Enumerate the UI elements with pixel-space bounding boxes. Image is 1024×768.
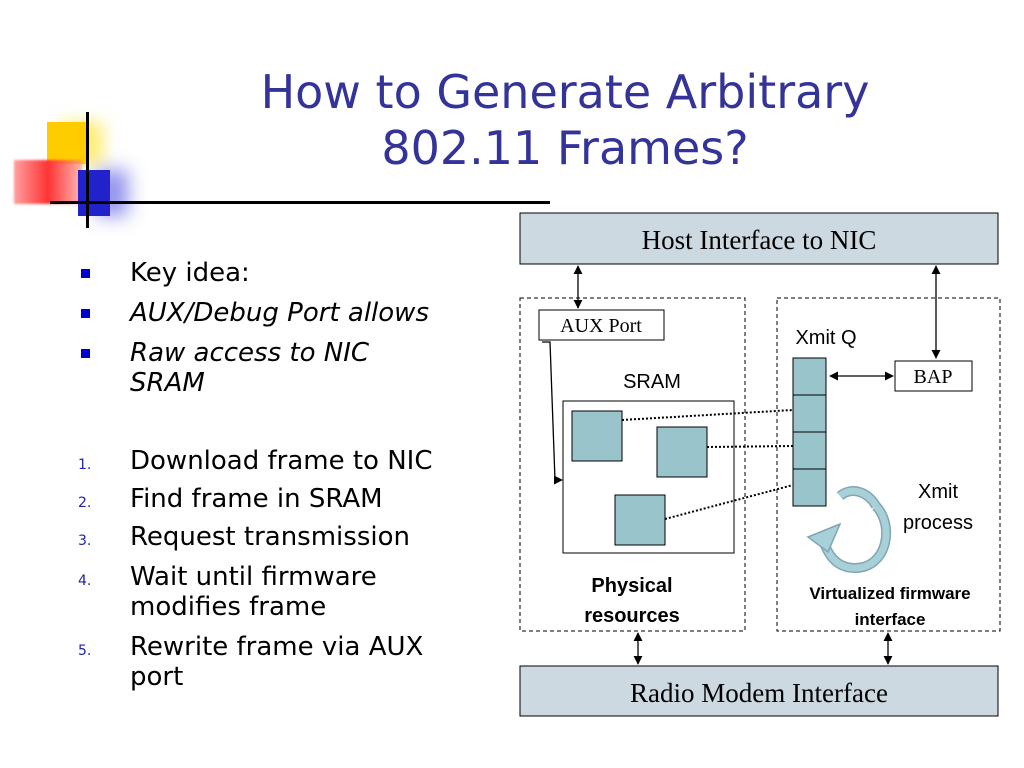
virtualized-firmware-label-line-2: interface — [855, 610, 926, 629]
xmit-q-label: Xmit Q — [795, 327, 856, 349]
step-item: 2. Find frame in SRAM — [74, 484, 433, 522]
decoration-red-square — [14, 160, 82, 204]
sram-frame-block — [614, 494, 666, 546]
title-line-1: How to Generate Arbitrary — [260, 65, 870, 119]
bullet-item: Raw access to NIC — [74, 338, 429, 368]
bap-label: BAP — [914, 366, 953, 388]
bullet-item: Key idea: — [74, 258, 429, 298]
virtualized-firmware-group — [776, 297, 1001, 632]
step-number: 1. — [78, 457, 92, 473]
step-number: 2. — [78, 495, 92, 511]
virtualized-firmware-label-line-1: Virtualized firmware — [809, 584, 970, 603]
step-item: 3. Request transmission — [74, 522, 433, 562]
bullet-square-icon — [81, 269, 90, 278]
title-line-2: 802.11 Frames? — [381, 121, 749, 175]
xmit-queue-slot — [792, 431, 827, 470]
aux-port-label: AUX Port — [560, 315, 642, 337]
xmit-process-arrowhead-icon — [806, 522, 842, 554]
physical-resources-label-line-2: resources — [584, 605, 680, 627]
queue-link — [706, 445, 794, 448]
host-interface-label: Host Interface to NIC — [642, 225, 877, 255]
decoration-blue-square — [78, 170, 110, 216]
steps-list: 1. Download frame to NIC 2. Find frame i… — [74, 446, 433, 692]
xmit-queue-slot — [792, 394, 827, 433]
decoration-horizontal-line — [50, 201, 550, 204]
aux-port-box — [538, 309, 665, 341]
xmit-queue-slot — [792, 357, 827, 396]
step-item: 4. Wait until firmware modifies frame — [78, 562, 377, 622]
step-item: 1. Download frame to NIC — [74, 446, 433, 484]
step-number: 4. — [78, 573, 92, 589]
sram-frame-block — [656, 426, 708, 478]
decoration-vertical-line — [86, 112, 89, 228]
xmit-process-cycle-icon — [837, 487, 880, 508]
sram-frame-block — [571, 410, 623, 462]
host-interface-box — [519, 212, 999, 265]
xmit-queue-slot — [792, 468, 827, 507]
aux-to-sram-arrow — [542, 341, 563, 485]
bullet-square-icon — [81, 309, 90, 318]
step-number: 3. — [78, 533, 92, 549]
physical-resources-label-line-1: Physical — [591, 575, 672, 597]
step-item: 5. Rewrite frame via AUX port — [78, 632, 424, 692]
decoration-yellow-square — [47, 122, 89, 164]
physical-resources-group — [519, 297, 746, 632]
step-number: 5. — [78, 643, 92, 659]
xmit-process-label-line-1: Xmit — [918, 481, 958, 503]
key-idea-list: Key idea: AUX/Debug Port allows Raw acce… — [74, 258, 429, 398]
slide-decoration — [0, 0, 550, 240]
bap-box — [894, 360, 973, 392]
radio-modem-label: Radio Modem Interface — [630, 678, 888, 708]
sram-label: SRAM — [623, 371, 681, 393]
bullet-square-icon — [81, 349, 90, 358]
slide-title: How to Generate Arbitrary 802.11 Frames? — [180, 64, 950, 176]
bullet-item-continuation: SRAM — [130, 368, 205, 398]
radio-modem-box — [519, 665, 999, 717]
bullet-item: AUX/Debug Port allows — [74, 298, 429, 338]
xmit-process-label-line-2: process — [903, 512, 973, 534]
queue-link — [621, 409, 794, 421]
